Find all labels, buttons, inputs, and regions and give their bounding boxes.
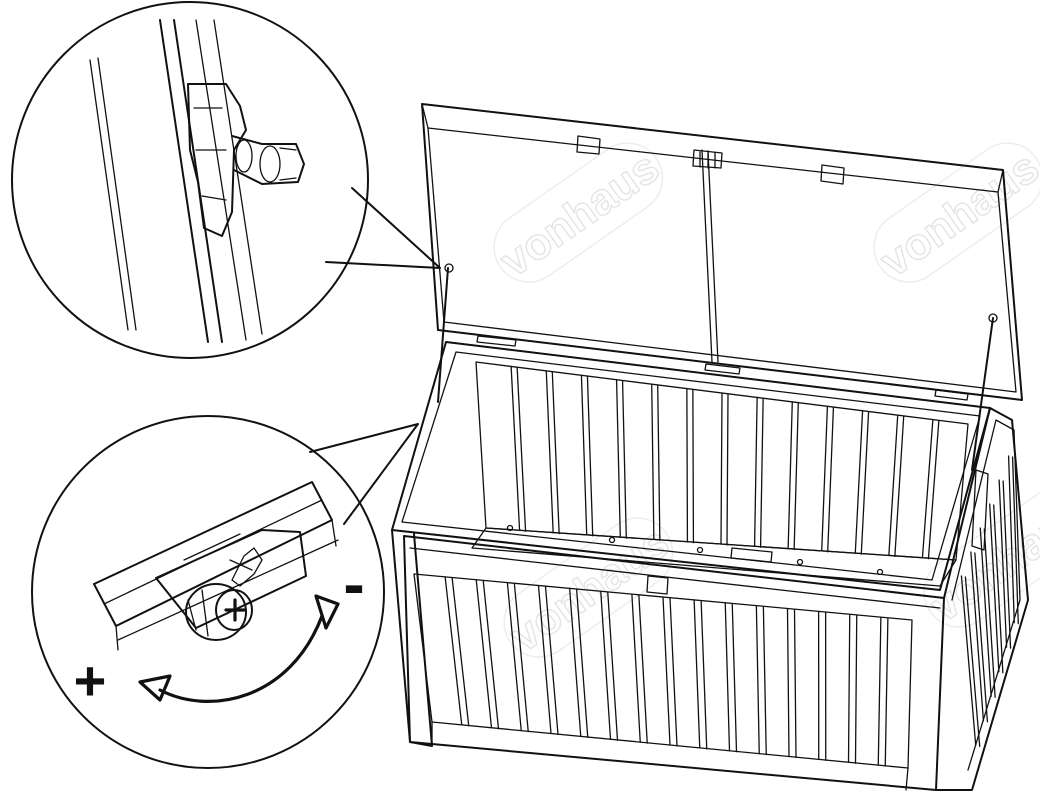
watermark-2: vonhaus: [871, 142, 1040, 287]
svg-text:vonhaus: vonhaus: [492, 143, 668, 287]
front-slat: [568, 587, 589, 739]
back-slat: [580, 374, 594, 537]
front-slat: [475, 579, 500, 730]
lid-hinge-detail: [89, 19, 305, 343]
minus-sign: -: [343, 548, 364, 620]
callout-pointer-1: [325, 187, 441, 269]
side-slat: [989, 503, 1004, 674]
lid-stay-right: [971, 317, 994, 471]
back-slat: [651, 383, 661, 542]
back-slat: [753, 396, 764, 548]
back-slat: [686, 387, 695, 544]
back-slat: [821, 405, 835, 553]
front-slat: [786, 607, 797, 759]
back-slat: [545, 370, 560, 535]
front-slat: [444, 576, 470, 727]
back-slat: [720, 392, 729, 546]
side-slat: [1007, 455, 1019, 625]
tension-adjust-detail: [93, 481, 339, 651]
callout-hinge-detail: [11, 1, 441, 359]
side-slat: [960, 575, 981, 748]
back-slat: [510, 365, 527, 532]
svg-text:vonhaus: vonhaus: [922, 488, 1040, 632]
front-slat: [631, 593, 648, 744]
side-slat: [998, 479, 1012, 649]
box-lid: [421, 103, 1023, 401]
front-slat: [662, 596, 678, 747]
side-slat: [970, 551, 989, 723]
storage-box: [391, 103, 1029, 791]
front-slat: [877, 616, 889, 767]
front-slat: [506, 581, 529, 733]
front-slat: [817, 610, 827, 762]
box-right-wall: [935, 407, 1029, 791]
lid-stay-left: [437, 267, 449, 403]
watermarks: vonhaus vonhaus vonhaus vonhaus: [491, 142, 1040, 662]
back-slat: [888, 414, 905, 558]
box-back-wall: [471, 361, 969, 587]
curved-arrow-icon: [158, 614, 324, 703]
box-rim: [391, 341, 991, 591]
back-slat: [854, 410, 870, 555]
plus-sign: +: [74, 649, 107, 712]
box-front-wall: [403, 535, 945, 791]
callout-tension-detail: + -: [31, 415, 419, 769]
side-slat: [979, 527, 996, 698]
back-slat: [787, 401, 799, 551]
front-slat: [724, 602, 738, 753]
back-slat: [921, 418, 940, 560]
front-slat: [847, 613, 858, 764]
box-left-post: [391, 529, 433, 747]
watermark-1: vonhaus: [491, 142, 669, 287]
front-slat: [537, 584, 559, 736]
back-slat: [615, 379, 627, 539]
callout-pointer-2: [309, 423, 419, 525]
front-slat: [600, 590, 619, 741]
front-slat: [755, 604, 767, 756]
front-slat: [693, 599, 708, 750]
